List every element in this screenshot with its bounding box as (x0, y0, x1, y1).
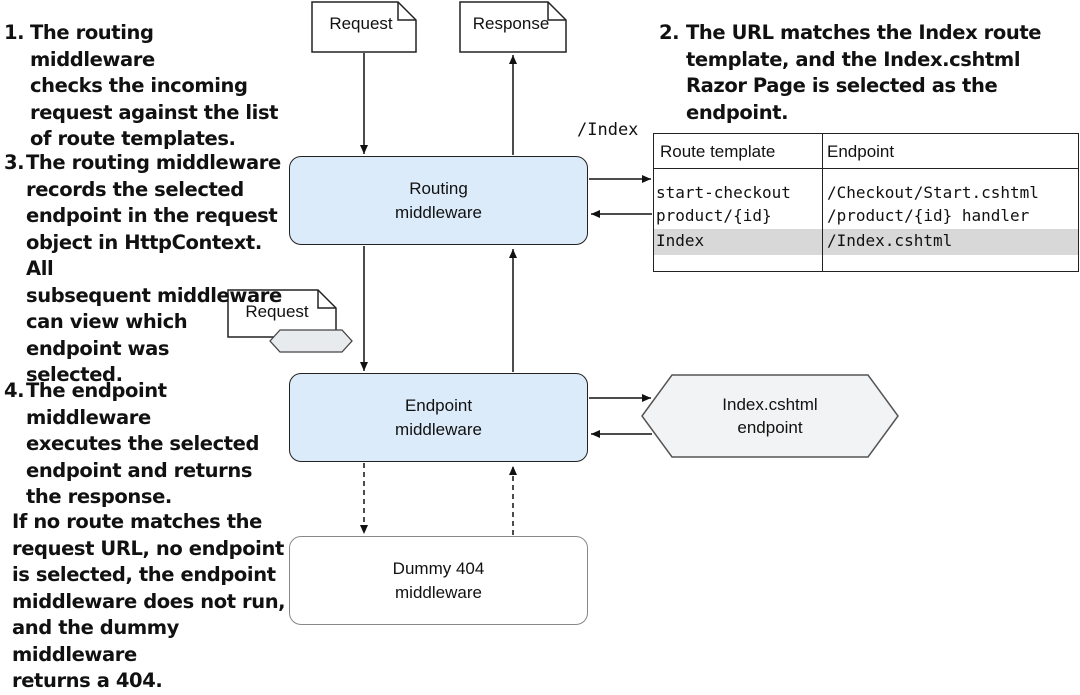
note-3: 3. The routing middleware records the se… (4, 151, 282, 386)
request-document-label: Request (329, 14, 393, 33)
route-endpoint-cell: /Checkout/Start.cshtml (827, 183, 1039, 202)
route-table: Route template Endpoint start-checkout /… (653, 133, 1079, 272)
selected-endpoint-hexagon (641, 374, 899, 458)
route-endpoint-cell: /product/{id} handler (827, 206, 1030, 225)
selected-endpoint-label: Index.cshtml endpoint (722, 395, 818, 437)
diagram-canvas (227, 1, 899, 535)
note-404: If no route matches the request URL, no … (12, 510, 286, 692)
note-4: 4. The endpoint middleware executes the … (4, 379, 260, 508)
route-template-cell: Index (656, 231, 705, 250)
selected-route-highlight (654, 229, 1078, 255)
route-endpoint-cell: /Index.cshtml (827, 231, 953, 250)
routing-middleware-box: Routing middleware (289, 156, 588, 245)
route-template-cell: start-checkout (656, 183, 791, 202)
request-url-label: /Index (577, 120, 639, 140)
dummy-404-middleware-box: Dummy 404 middleware (289, 536, 588, 625)
note-1: 1. The routing middleware checks the inc… (4, 21, 279, 150)
request-mid-document-label: Request (245, 302, 309, 321)
response-document-icon (459, 1, 567, 53)
endpoint-header: Endpoint (827, 142, 895, 161)
note-2: 2. The URL matches the Index route templ… (659, 21, 1042, 124)
request-with-endpoint-document-icon (227, 289, 353, 353)
endpoint-middleware-box: Endpoint middleware (289, 373, 588, 462)
response-document-label: Response (472, 14, 550, 33)
route-template-cell: product/{id} (656, 206, 772, 225)
request-document-icon (311, 1, 417, 53)
route-template-header: Route template (660, 142, 776, 161)
